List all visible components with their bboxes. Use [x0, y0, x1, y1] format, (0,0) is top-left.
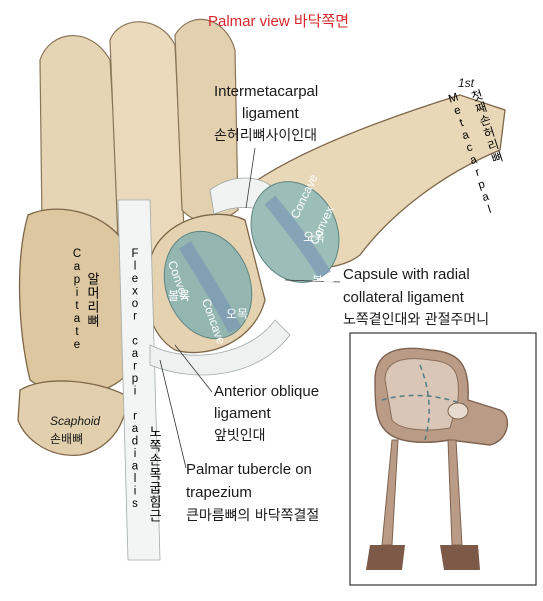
label-capsule-en-2: collateral ligament: [343, 289, 464, 306]
label-intermetacarpal-en-1: Intermetacarpal: [214, 83, 319, 100]
label-anterior-ko: 앞빗인대: [214, 428, 266, 444]
label-capsule-ko: 노쪽곁인대와 관절주머니: [343, 312, 490, 328]
label-capsule-en-1: Capsule with radial: [343, 266, 470, 283]
scaphoid-bone: [17, 380, 127, 456]
saddle-joint-model-icon: [366, 347, 509, 570]
label-intermetacarpal-en-2: ligament: [242, 105, 299, 122]
leader-line: [284, 279, 341, 283]
label-anterior-en-2: ligament: [214, 405, 271, 422]
trapezium-convex-band: [178, 241, 242, 334]
label-concave-ko-2: 오목: [303, 230, 326, 244]
label-concave-ko-1: 오목: [226, 307, 249, 321]
label-anterior-en-1: Anterior oblique: [214, 383, 320, 400]
label-scaphoid-en: Scaphoid: [50, 414, 101, 428]
label-intermetacarpal-ko: 손허리뼈사이인대: [214, 128, 318, 144]
label-tubercle-ko: 큰마름뼈의 바닥쪽결절: [186, 508, 320, 524]
label-flexor-en: Flexor carpi radialis: [129, 248, 141, 511]
label-tubercle-en-2: trapezium: [186, 484, 252, 501]
label-flexor-ko: 노쪽손목굽힘근: [146, 425, 161, 523]
label-convex-ko-2: 볼록: [312, 274, 335, 288]
label-first: 1st: [458, 76, 475, 90]
figure-title: Palmar view 바닥쪽면: [208, 13, 350, 30]
leader-line: [159, 359, 187, 469]
leader-line: [174, 344, 213, 393]
label-capitate-ko: 알머리뼈: [84, 272, 99, 328]
leader-line: [245, 147, 256, 209]
label-capitate-en: Capitate: [71, 248, 83, 352]
capsule-band: [149, 319, 291, 376]
metacarpal-concave-band: [264, 195, 332, 279]
label-tubercle-en-1: Palmar tubercle on: [186, 461, 312, 478]
label-scaphoid-ko: 손배뼈: [50, 432, 84, 446]
flexor-tendon-band: [117, 199, 161, 561]
label-convex-ko-1: 볼록: [168, 289, 191, 303]
